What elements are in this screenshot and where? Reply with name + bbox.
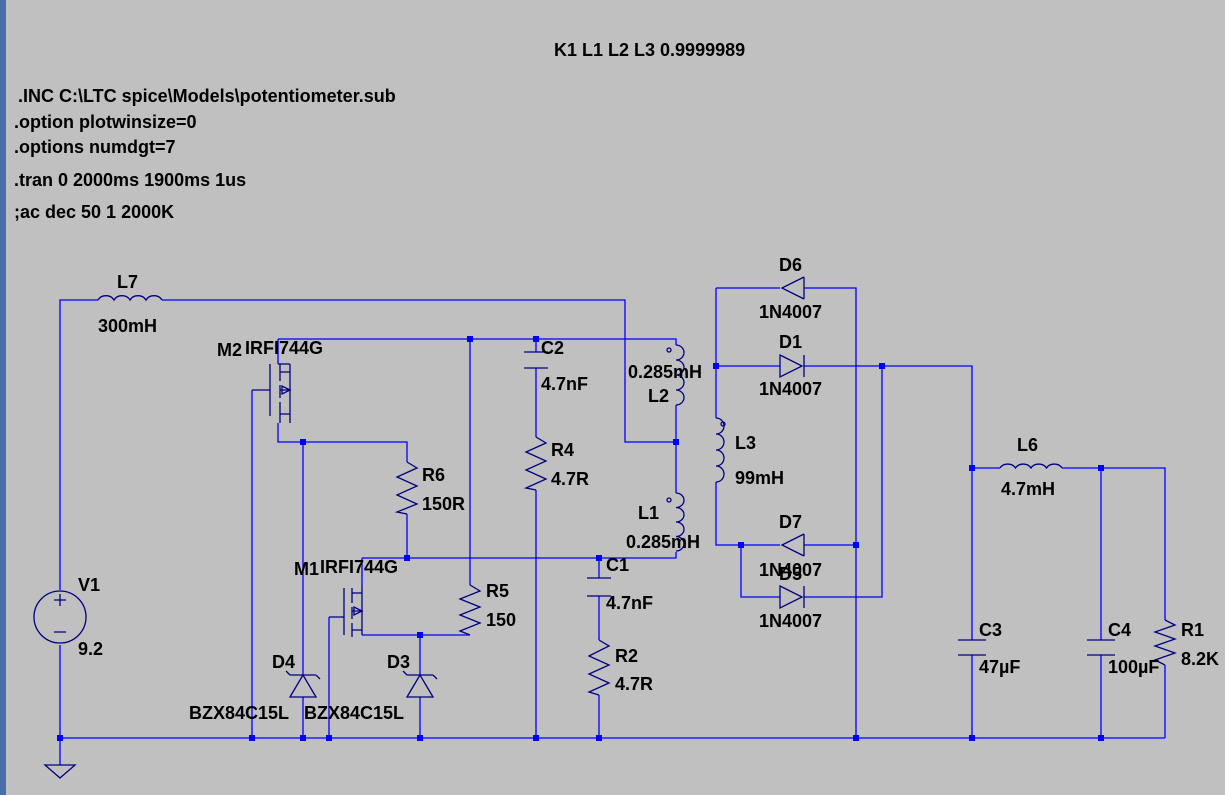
label-r2-value: 4.7R: [615, 674, 653, 694]
diode-d6[interactable]: [780, 276, 805, 300]
inductor-l7[interactable]: [97, 295, 163, 302]
label-m2-name: M2: [217, 340, 242, 360]
mosfet-m2[interactable]: [252, 363, 292, 423]
label-d5-model: 1N4007: [759, 611, 822, 631]
label-v1-value: 9.2: [78, 639, 103, 659]
inductor-l1[interactable]: [666, 492, 685, 552]
label-r5-value: 150: [486, 610, 516, 630]
ground-symbol: [43, 764, 77, 779]
include-directive: .INC C:\LTC spice\Models\potentiometer.s…: [18, 86, 396, 106]
label-d7-name: D7: [779, 512, 802, 532]
resistor-r5[interactable]: [458, 584, 482, 636]
label-c2-name: C2: [541, 338, 564, 358]
option-plotwinsize: .option plotwinsize=0: [14, 112, 197, 132]
inductor-l3[interactable]: [715, 417, 726, 483]
label-d7-model: 1N4007: [759, 560, 822, 580]
label-v1-name: V1: [78, 575, 100, 595]
resistor-r2[interactable]: [587, 639, 611, 696]
label-c3-name: C3: [979, 620, 1002, 640]
label-l3-value: 99mH: [735, 468, 784, 488]
capacitor-c4[interactable]: [1087, 639, 1115, 656]
diode-d1[interactable]: [779, 353, 805, 379]
label-m1-name: M1: [294, 559, 319, 579]
junctions: [57, 336, 1104, 741]
label-c4-name: C4: [1108, 620, 1131, 640]
label-l3-name: L3: [735, 433, 756, 453]
zener-d4[interactable]: [285, 670, 321, 698]
voltage-source-v1[interactable]: [33, 590, 87, 644]
capacitor-c2[interactable]: [524, 351, 548, 369]
capacitor-c3[interactable]: [958, 639, 986, 656]
label-d3-model: BZX84C15L: [304, 703, 404, 723]
label-r6-value: 150R: [422, 494, 465, 514]
label-l1-name: L1: [638, 503, 659, 523]
ac-directive: ;ac dec 50 1 2000K: [14, 202, 174, 222]
label-l6-name: L6: [1017, 435, 1038, 455]
label-c1-name: C1: [606, 555, 629, 575]
label-m1-model: IRFI744G: [320, 557, 398, 577]
label-c2-value: 4.7nF: [541, 374, 588, 394]
diode-d7[interactable]: [780, 533, 805, 557]
coupling-directive: K1 L1 L2 L3 0.9999989: [554, 40, 745, 60]
label-d6-name: D6: [779, 255, 802, 275]
label-r1-name: R1: [1181, 620, 1204, 640]
label-r2-name: R2: [615, 646, 638, 666]
label-r5-name: R5: [486, 581, 509, 601]
inductor-l6[interactable]: [999, 463, 1063, 470]
component-labels: L7 300mH M2 IRFI744G C2 4.7nF 0.285mH L2…: [78, 255, 1219, 723]
zener-d3[interactable]: [402, 670, 438, 698]
label-d3-name: D3: [387, 652, 410, 672]
label-r4-name: R4: [551, 440, 574, 460]
label-l2-name: L2: [648, 386, 669, 406]
label-r1-value: 8.2K: [1181, 649, 1219, 669]
inductor-l2[interactable]: [666, 344, 685, 406]
label-d5-name: D5: [779, 564, 802, 584]
label-c1-value: 4.7nF: [606, 593, 653, 613]
capacitor-c1[interactable]: [587, 577, 611, 597]
label-d4-name: D4: [272, 652, 295, 672]
label-d6-model: 1N4007: [759, 302, 822, 322]
diode-d5[interactable]: [779, 584, 805, 610]
label-d1-name: D1: [779, 332, 802, 352]
spice-directives: K1 L1 L2 L3 0.9999989 .INC C:\LTC spice\…: [14, 40, 745, 222]
option-numdgt: .options numdgt=7: [14, 137, 176, 157]
resistor-r4[interactable]: [523, 436, 548, 491]
resistor-r1[interactable]: [1153, 619, 1177, 666]
mosfet-m1[interactable]: [329, 585, 364, 637]
label-d1-model: 1N4007: [759, 379, 822, 399]
label-c3-value: 47µF: [979, 657, 1020, 677]
window-left-edge: [0, 0, 6, 795]
label-c4-value: 100µF: [1108, 657, 1159, 677]
label-l6-value: 4.7mH: [1001, 479, 1055, 499]
label-l7-value: 300mH: [98, 316, 157, 336]
resistor-r6[interactable]: [394, 461, 419, 515]
label-l2-value: 0.285mH: [628, 362, 702, 382]
label-r4-value: 4.7R: [551, 469, 589, 489]
label-r6-name: R6: [422, 465, 445, 485]
label-d4-model: BZX84C15L: [189, 703, 289, 723]
tran-directive: .tran 0 2000ms 1900ms 1us: [14, 170, 246, 190]
wires: [59, 287, 1166, 765]
label-l1-value: 0.285mH: [626, 532, 700, 552]
label-l7-name: L7: [117, 272, 138, 292]
label-m2-model: IRFI744G: [245, 338, 323, 358]
